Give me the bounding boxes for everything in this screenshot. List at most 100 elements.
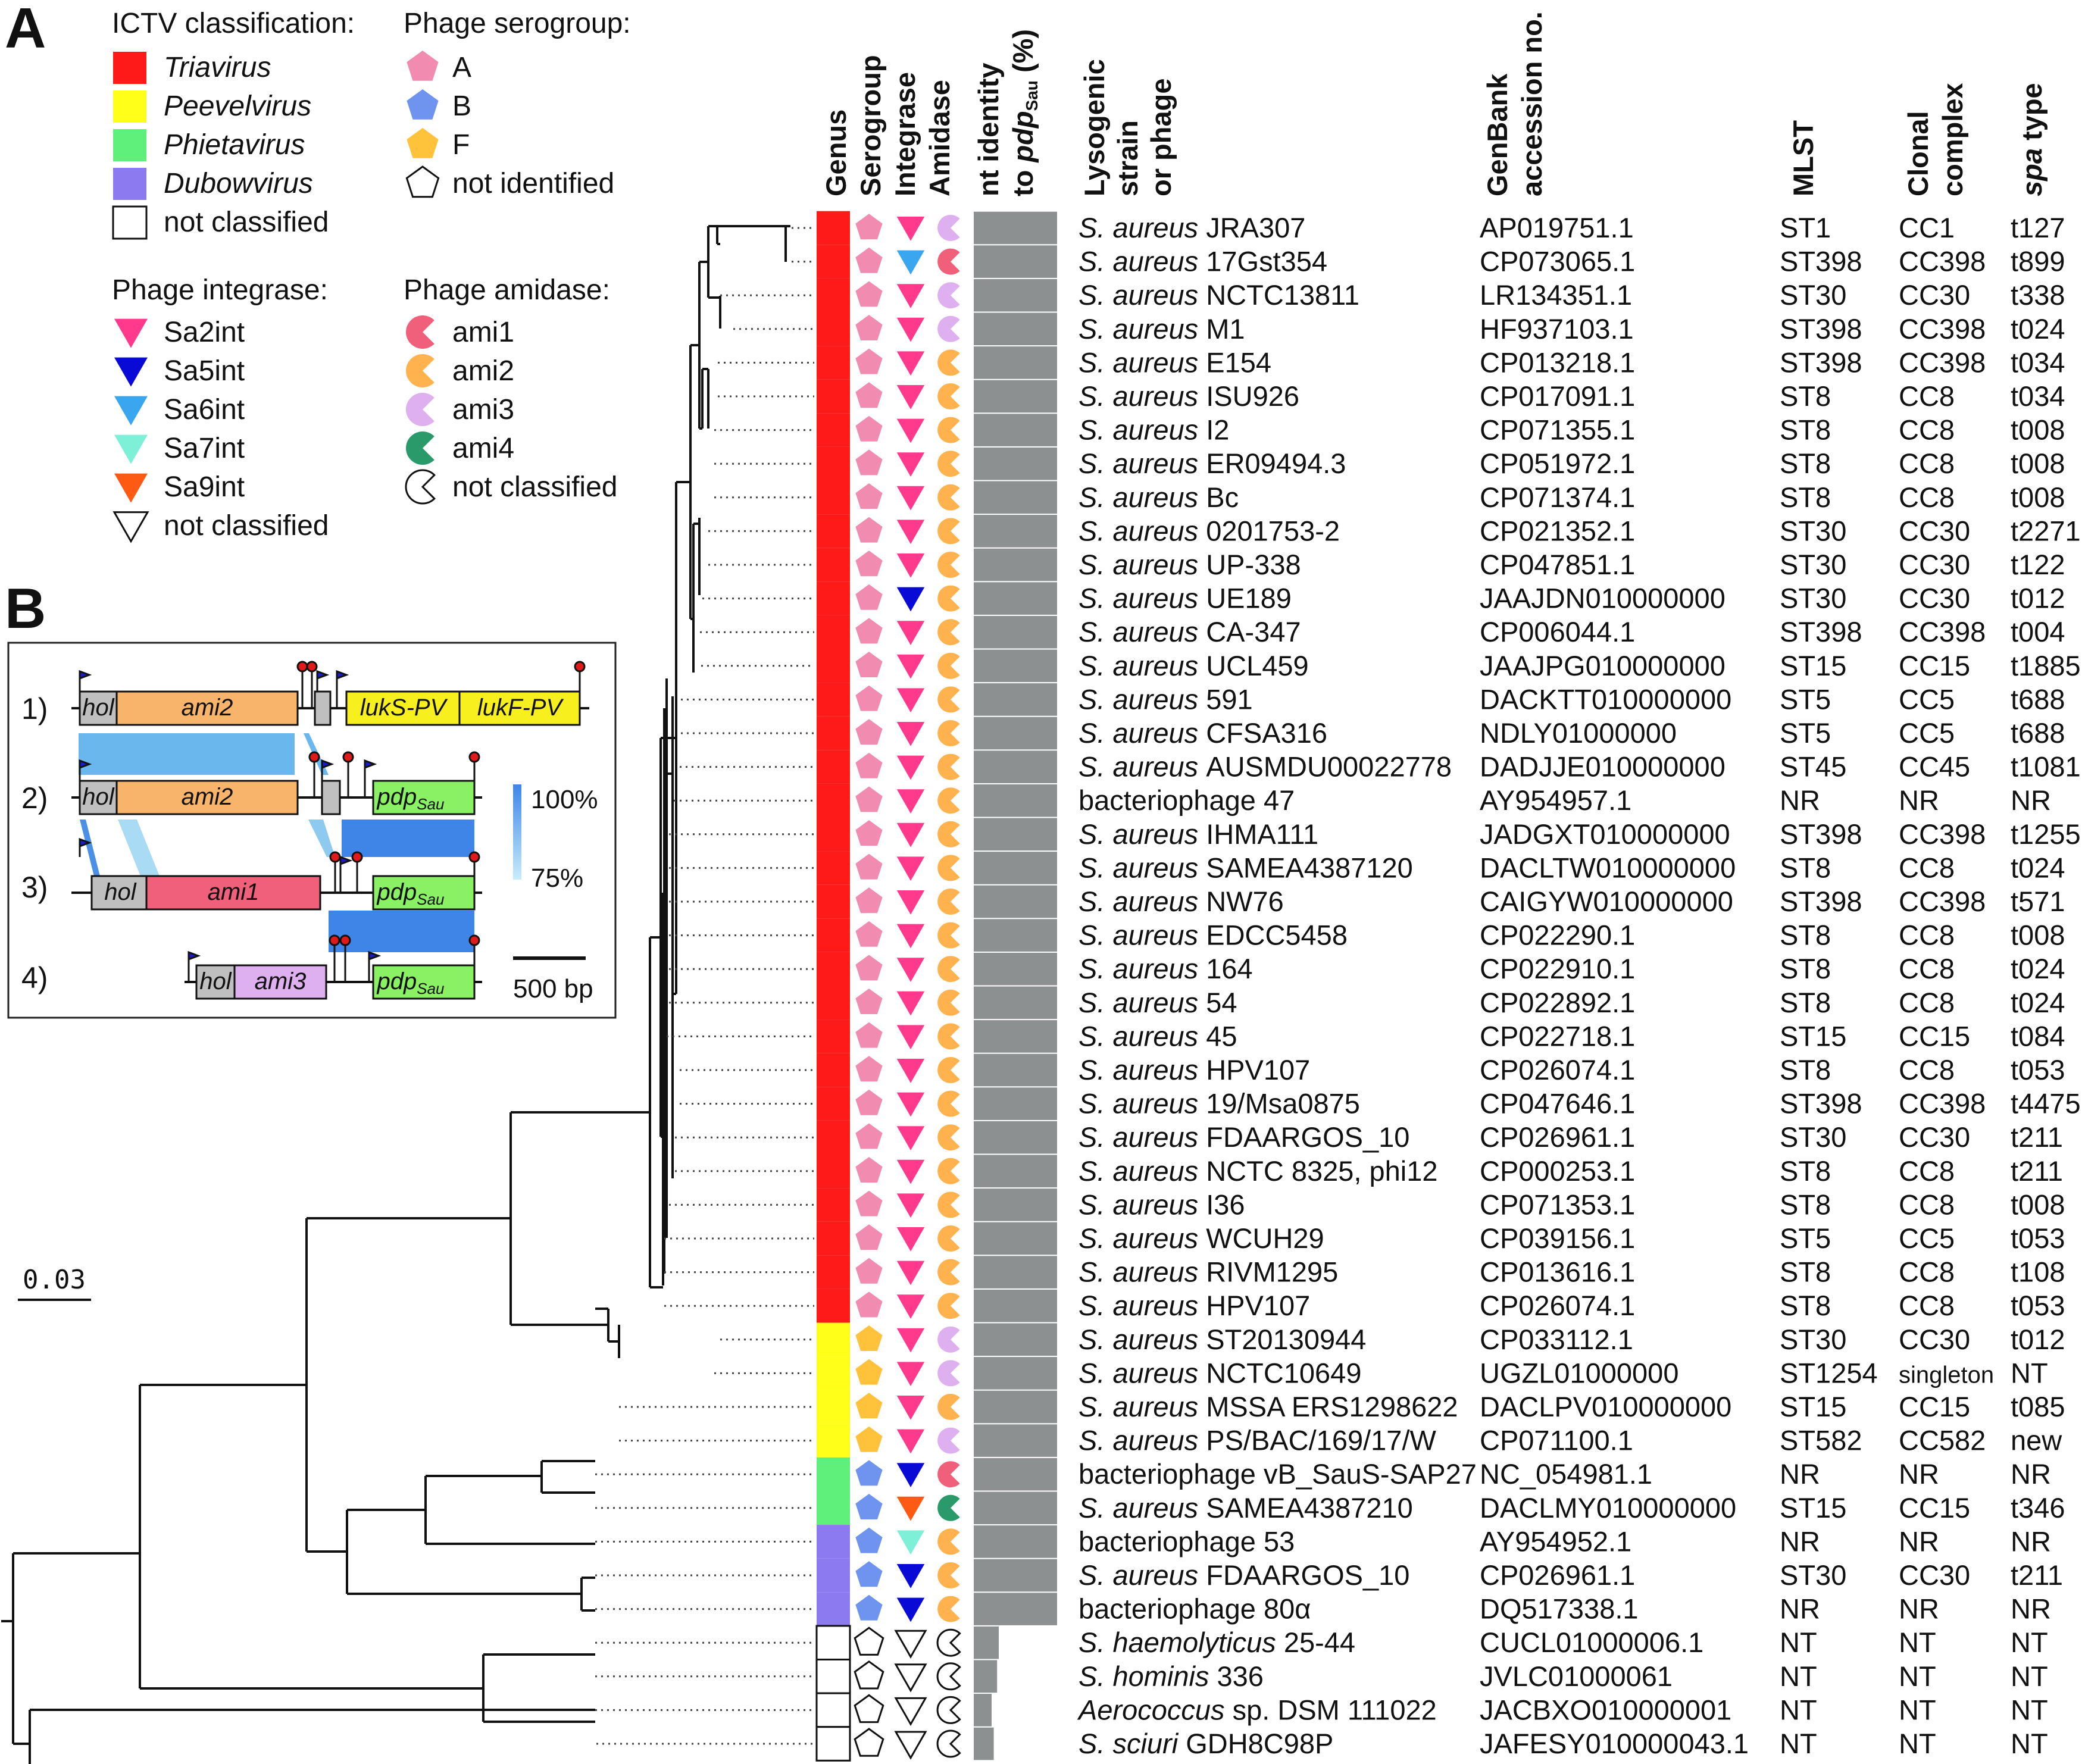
amidase-pacman-icon (937, 1225, 960, 1252)
genus-cell (817, 379, 850, 414)
legend-integrase-label: Sa2int (164, 317, 245, 348)
terminator-icon (574, 661, 586, 708)
strain-name: S. hominis 336 (1079, 1660, 1264, 1692)
amidase-pacman-icon (937, 686, 960, 713)
genbank-accession: CP047851.1 (1480, 549, 1635, 580)
mlst-value: ST398 (1780, 616, 1862, 648)
serogroup-pentagon-icon (854, 549, 884, 578)
header-identity-line2: to pdpSau (%) (1007, 29, 1041, 196)
genbank-accession: LR134351.1 (1480, 279, 1632, 311)
identity-bar (974, 784, 1057, 817)
gene-pdp: pdpSau (372, 780, 476, 815)
clonal-complex-value: NT (1899, 1694, 1936, 1725)
mlst-value: NT (1780, 1728, 1817, 1759)
spa-type-value: t338 (2011, 279, 2065, 311)
amidase-pacman-icon (937, 484, 960, 511)
serogroup-pentagon-icon (854, 650, 884, 678)
promoter-flag-icon (79, 837, 92, 857)
genbank-accession: JAAJPG010000000 (1480, 650, 1725, 681)
identity-bar (974, 1087, 1057, 1120)
identity-bar (974, 582, 1057, 615)
strain-name: S. aureus UE189 (1079, 583, 1292, 614)
amidase-pacman-icon (937, 315, 960, 342)
genbank-accession: JAAJDN010000000 (1480, 583, 1725, 614)
integrase-triangle-icon (895, 1360, 927, 1389)
identity-band (79, 733, 295, 775)
strain-name: S. aureus NCTC 8325, phi12 (1079, 1155, 1438, 1187)
amidase-pacman-icon (936, 1628, 961, 1657)
mlst-value: ST30 (1780, 279, 1846, 311)
integrase-triangle-icon (895, 316, 927, 345)
mlst-value: ST15 (1780, 1492, 1846, 1524)
legend-ictv-label: Triavirus (164, 52, 271, 83)
genbank-accession: DADJJE010000000 (1480, 751, 1725, 783)
tree-branch (698, 261, 708, 430)
serogroup-pentagon-icon (854, 313, 884, 342)
legend-amidase-label: not classified (452, 471, 617, 503)
genus-cell (817, 1288, 850, 1323)
serogroup-pentagon-icon (854, 886, 884, 915)
amidase-pacman-icon (937, 619, 960, 646)
genus-cell (817, 1221, 850, 1256)
identity-bar (974, 312, 1057, 346)
genbank-accession: CP071374.1 (1480, 481, 1635, 513)
mlst-value: NR (1780, 1593, 1820, 1625)
genbank-accession: CP047646.1 (1480, 1088, 1635, 1119)
genus-cell (817, 1491, 850, 1525)
integrase-triangle-icon (895, 484, 927, 513)
genus-cell (817, 1019, 850, 1053)
genbank-accession: CP022290.1 (1480, 919, 1635, 951)
mlst-value: ST5 (1780, 1222, 1831, 1254)
mlst-value: ST8 (1780, 953, 1831, 984)
clonal-complex-value: CC8 (1899, 1155, 1955, 1187)
amidase-pacman-icon (937, 652, 960, 679)
amidase-pacman-icon (937, 1326, 960, 1353)
strain-name: S. aureus NCTC13811 (1079, 279, 1359, 311)
spa-type-value: t085 (2011, 1391, 2065, 1422)
amidase-pacman-icon (937, 1124, 960, 1151)
serogroup-pentagon-icon (854, 784, 884, 814)
mlst-value: ST582 (1780, 1425, 1862, 1456)
serogroup-pentagon-icon (854, 1627, 884, 1656)
mlst-value: ST30 (1780, 583, 1846, 614)
mlst-value: ST5 (1780, 717, 1831, 749)
genbank-accession: CP071355.1 (1480, 414, 1635, 446)
spa-type-value: NT (2011, 1728, 2048, 1759)
svg-text:ami2: ami2 (182, 784, 233, 810)
strain-name: S. aureus FDAARGOS_10 (1079, 1121, 1409, 1153)
mlst-value: ST8 (1780, 414, 1831, 446)
strain-name: S. aureus ST20130944 (1079, 1324, 1366, 1355)
identity-bar (974, 717, 1057, 750)
legend-ictv-label: not classified (164, 207, 329, 238)
gene-orf (321, 780, 341, 815)
gene-hol: hol (79, 690, 118, 726)
integrase-triangle-icon (894, 1663, 927, 1693)
genbank-accession: CP017091.1 (1480, 380, 1635, 412)
header-serogroup: Serogroup (855, 55, 886, 196)
clonal-complex-value: CC8 (1899, 448, 1955, 479)
panel-b-gene-maps: hol ami2 lukS-PV lukF-PV hol (7, 642, 617, 1019)
serogroup-pentagon-icon (854, 1324, 884, 1352)
clonal-complex-value: CC30 (1899, 549, 1970, 580)
identity-bar (974, 380, 1057, 413)
gene-lukF-PV: lukF-PV (458, 690, 581, 726)
amidase-pacman-icon (937, 585, 960, 612)
clonal-complex-value: NT (1899, 1728, 1936, 1759)
serogroup-pentagon-icon (854, 583, 884, 611)
clonal-complex-value: NR (1899, 1458, 1939, 1490)
strain-name: S. aureus ER09494.3 (1079, 448, 1346, 479)
integrase-triangle-icon (895, 1091, 927, 1119)
integrase-triangle-icon (895, 889, 927, 917)
mlst-value: ST398 (1780, 313, 1862, 345)
clonal-complex-value: CC8 (1899, 987, 1955, 1018)
integrase-triangle-icon (895, 754, 927, 783)
clonal-complex-value: CC8 (1899, 1256, 1955, 1288)
genus-cell (817, 1087, 850, 1121)
serogroup-pentagon-icon (854, 1391, 884, 1420)
serogroup-pentagon-icon (854, 1290, 884, 1319)
identity-bar (974, 1660, 998, 1693)
